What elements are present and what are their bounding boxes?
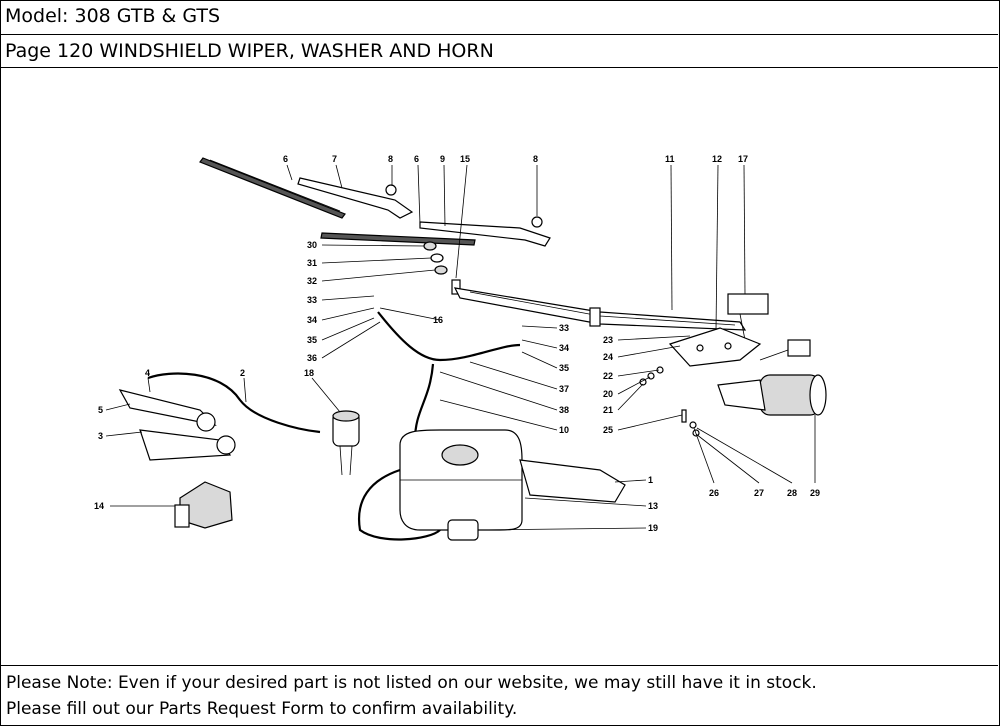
callouts: 6 7 8 6 9 15 8 11 12 17 30 31 32 33 34 3…	[94, 154, 820, 533]
callout-4: 4	[145, 368, 150, 378]
wiper-spindle-parts	[423, 241, 461, 295]
callout-26: 26	[709, 488, 719, 498]
callout-28: 28	[787, 488, 797, 498]
model-title: Model: 308 GTB & GTS	[0, 0, 998, 35]
wiper-blade-left	[199, 157, 346, 219]
page-title: Page 120 WINDSHIELD WIPER, WASHER AND HO…	[0, 35, 998, 68]
callout-20: 20	[603, 389, 613, 399]
callout-11: 11	[665, 154, 675, 164]
washer-reservoir	[399, 429, 626, 531]
wiper-blade-right	[320, 232, 476, 246]
callout-23: 23	[603, 335, 613, 345]
callout-6b: 6	[414, 154, 419, 164]
callout-7: 7	[332, 154, 337, 164]
callout-35a: 35	[307, 335, 317, 345]
callout-32: 32	[307, 276, 317, 286]
callout-8a: 8	[388, 154, 393, 164]
motor-bracket	[668, 327, 762, 367]
wiper-arm-left	[297, 177, 414, 219]
parts-diagram: 6 7 8 6 9 15 8 11 12 17 30 31 32 33 34 3…	[94, 154, 827, 541]
reservoir-pump	[447, 519, 479, 541]
wiper-motor	[717, 339, 827, 416]
callout-16: 16	[433, 315, 443, 325]
horn-single	[174, 481, 233, 529]
note-line-1: Please Note: Even if your desired part i…	[6, 673, 817, 693]
callout-36: 36	[307, 353, 317, 363]
callout-31: 31	[307, 258, 317, 268]
callout-18: 18	[304, 368, 314, 378]
callout-9: 9	[440, 154, 445, 164]
callout-19: 19	[648, 523, 658, 533]
callout-25: 25	[603, 425, 613, 435]
callout-34a: 34	[307, 315, 317, 325]
callout-2: 2	[240, 368, 245, 378]
callout-24: 24	[603, 352, 613, 362]
note-line-2: Please fill out our Parts Request Form t…	[6, 699, 518, 719]
callout-15: 15	[460, 154, 470, 164]
callout-27: 27	[754, 488, 764, 498]
callout-8b: 8	[533, 154, 538, 164]
horns	[118, 372, 321, 461]
callout-38: 38	[559, 405, 569, 415]
callout-21: 21	[603, 405, 613, 415]
callout-35b: 35	[559, 363, 569, 373]
callout-14: 14	[94, 501, 104, 511]
callout-33a: 33	[307, 295, 317, 305]
callout-10: 10	[559, 425, 569, 435]
callout-17: 17	[738, 154, 748, 164]
callout-34b: 34	[559, 343, 569, 353]
callout-29: 29	[810, 488, 820, 498]
callout-22: 22	[603, 371, 613, 381]
callout-33b: 33	[559, 323, 569, 333]
hardware	[639, 366, 700, 437]
wiper-linkage	[453, 287, 747, 331]
callout-12: 12	[712, 154, 722, 164]
callout-3: 3	[98, 431, 103, 441]
callout-5: 5	[98, 405, 103, 415]
callout-6a: 6	[283, 154, 288, 164]
callout-1: 1	[648, 475, 653, 485]
availability-note: Please Note: Even if your desired part i…	[0, 665, 998, 724]
callout-30: 30	[307, 240, 317, 250]
callout-37: 37	[559, 384, 569, 394]
wiper-arm-right	[419, 216, 551, 247]
washer-pump	[332, 410, 360, 476]
callout-13: 13	[648, 501, 658, 511]
